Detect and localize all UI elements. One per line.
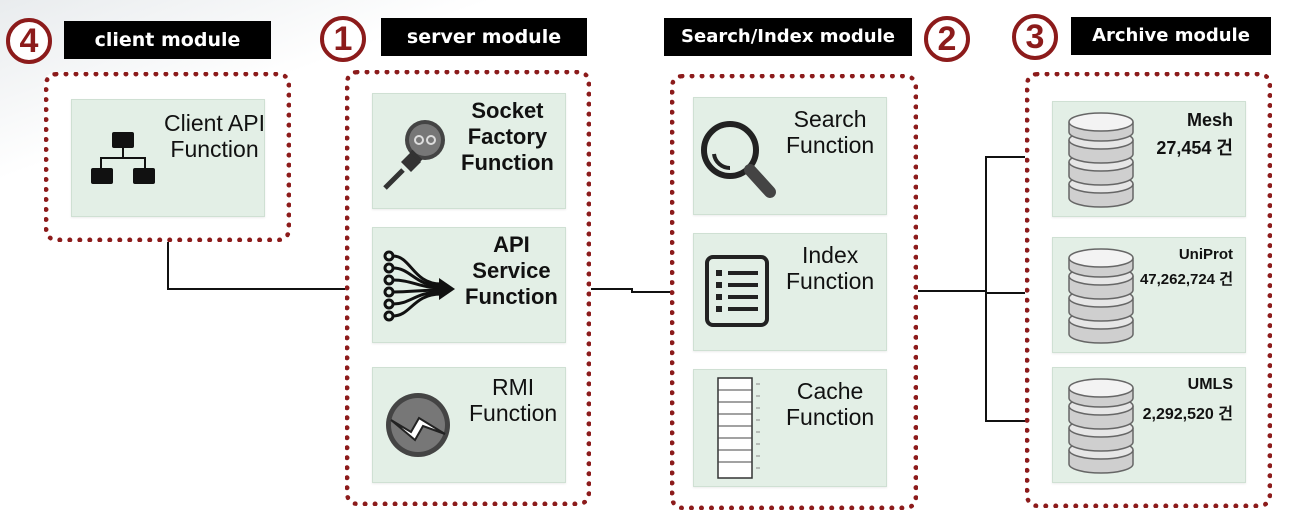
card-label: Index Function	[786, 242, 875, 294]
card-api-service[interactable]: API Service Function	[372, 227, 566, 343]
card-label: Cache Function	[786, 378, 875, 430]
database-icon	[1063, 376, 1139, 481]
list-icon	[704, 254, 772, 335]
card-label: RMI Function	[469, 374, 558, 426]
header-search-index-module: Search/Index module	[664, 18, 912, 56]
header-client-module: client module	[64, 21, 271, 59]
card-label: Socket Factory Function	[461, 98, 554, 175]
archive-module: Mesh 27,454 건 UniProt 47,262,724 건	[1025, 72, 1272, 508]
card-db-umls[interactable]: UMLS 2,292,520 건	[1052, 367, 1246, 483]
card-label: Client API Function	[164, 110, 265, 162]
card-label: API Service Function	[465, 232, 558, 309]
card-cache[interactable]: Cache Function	[693, 369, 887, 487]
magnifier-icon	[698, 118, 782, 207]
card-db-mesh[interactable]: Mesh 27,454 건	[1052, 101, 1246, 217]
connector-client-server	[167, 288, 347, 290]
db-name-label: Mesh	[1186, 110, 1233, 130]
connector-search-archive	[916, 290, 986, 292]
module-number-server: 1	[320, 16, 366, 62]
header-archive-module: Archive module	[1071, 17, 1271, 55]
db-count-label: 2,292,520 건	[1142, 406, 1233, 423]
database-icon	[1063, 110, 1139, 215]
db-count-label: 47,262,724 건	[1139, 271, 1233, 288]
header-server-module: server module	[381, 18, 587, 56]
card-client-api[interactable]: Client API Function	[71, 99, 265, 217]
card-rmi[interactable]: RMI Function	[372, 367, 566, 483]
card-index[interactable]: Index Function	[693, 233, 887, 351]
db-name-label: UMLS	[1187, 376, 1233, 393]
connector-archive-bus	[985, 156, 987, 422]
module-number-client: 4	[6, 18, 52, 64]
connector-server-search	[590, 288, 632, 290]
module-number-search: 2	[924, 16, 970, 62]
connector-client-server	[167, 240, 169, 290]
plug-icon	[381, 114, 451, 199]
db-name-label: UniProt	[1178, 246, 1233, 263]
card-search[interactable]: Search Function	[693, 97, 887, 215]
ruler-table-icon	[716, 376, 766, 485]
network-flow-icon	[381, 250, 461, 329]
connector-server-search	[631, 291, 671, 293]
card-socket-factory[interactable]: Socket Factory Function	[372, 93, 566, 209]
database-icon	[1063, 246, 1139, 351]
search-index-module: Search Function Index Function	[670, 74, 918, 510]
server-module: Socket Factory Function API Service Func…	[345, 70, 591, 506]
card-label: Search Function	[786, 106, 875, 158]
client-module: Client API Function	[44, 72, 291, 242]
hierarchy-icon	[88, 130, 158, 193]
db-count-label: 27,454 건	[1156, 138, 1233, 158]
connector-server-search	[631, 288, 633, 292]
lightning-icon	[383, 390, 453, 465]
card-db-uniprot[interactable]: UniProt 47,262,724 건	[1052, 237, 1246, 353]
module-number-archive: 3	[1012, 14, 1058, 60]
